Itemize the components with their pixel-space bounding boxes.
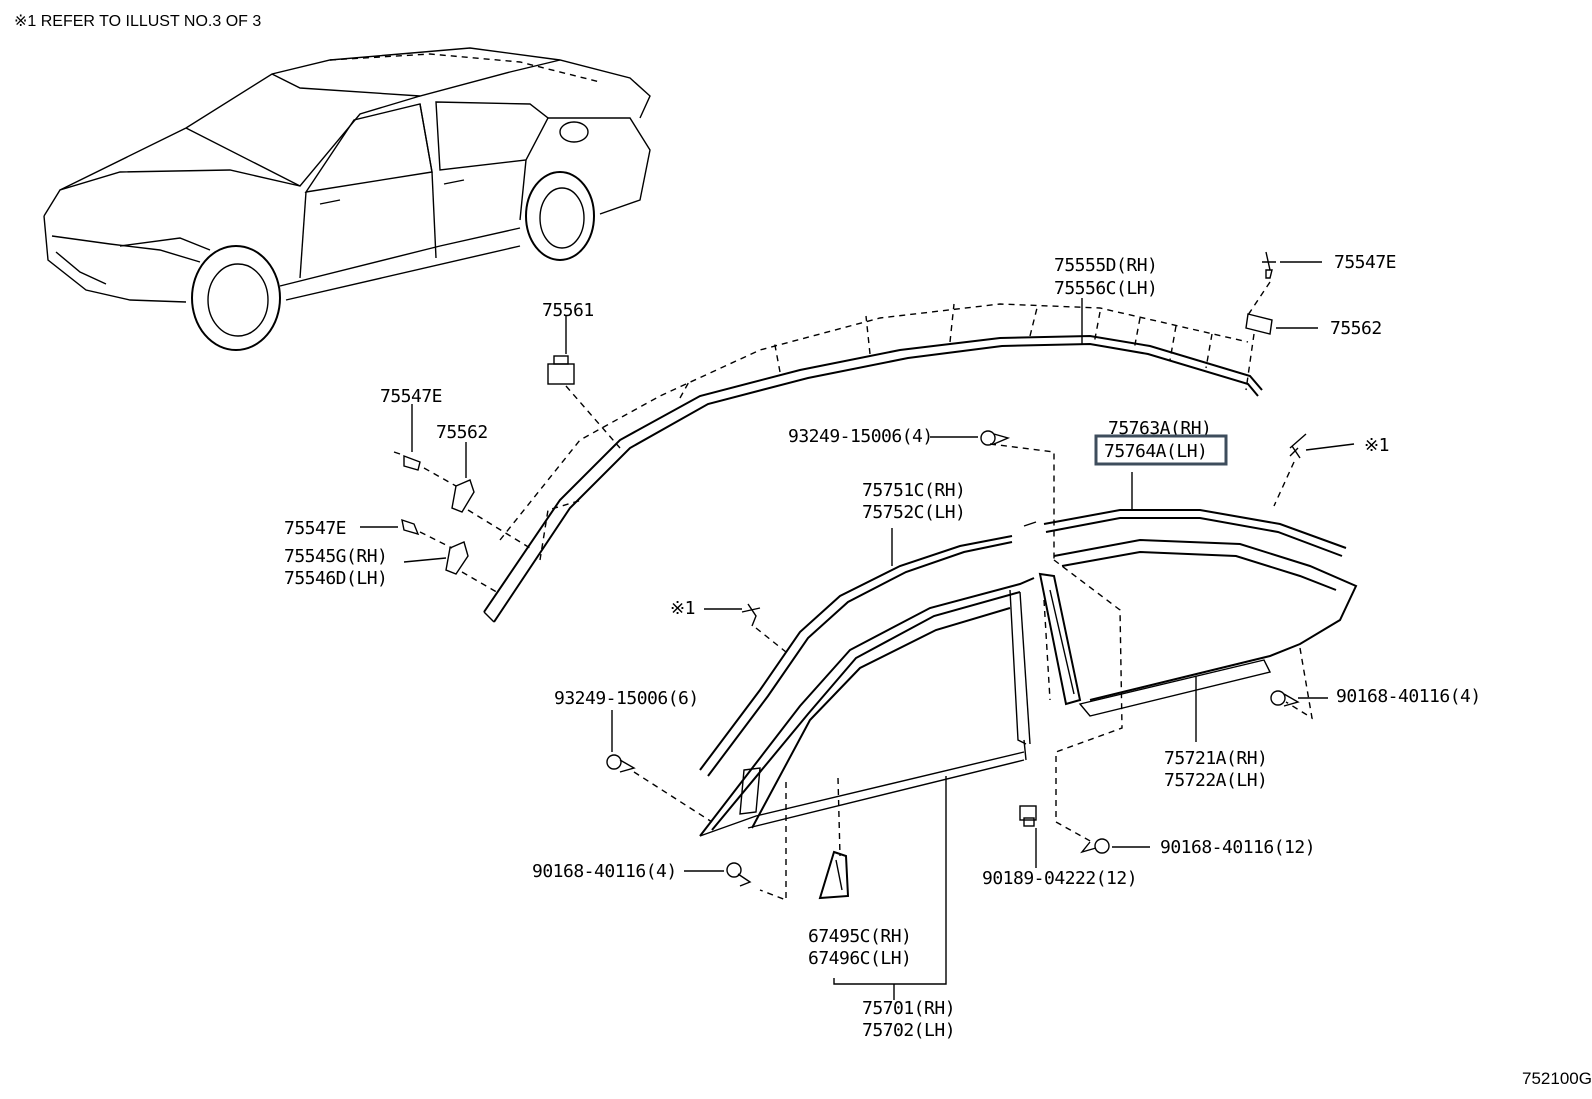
label-75546d-lh: 75546D(LH) — [284, 568, 387, 589]
illustration-note: ※1 REFER TO ILLUST NO.3 OF 3 — [14, 13, 261, 30]
pin-75547e-top-icon — [1262, 251, 1276, 279]
ref-note-1-top: ※1 — [1364, 435, 1389, 456]
label-75556c-lh: 75556C(LH) — [1054, 278, 1157, 299]
label-75545g-rh: 75545G(RH) — [284, 546, 387, 567]
car-illustration — [43, 47, 651, 351]
front-outer-molding — [699, 535, 1013, 777]
label-75547e-left2: 75547E — [284, 518, 346, 539]
clip-75562-top-icon — [1245, 313, 1273, 335]
label-90168-40116-12: 90168-40116(12) — [1160, 837, 1315, 858]
highlight-box — [1094, 434, 1228, 466]
label-75561: 75561 — [542, 300, 594, 321]
label-75555d-rh: 75555D(RH) — [1054, 255, 1157, 276]
label-75547e-top: 75547E — [1334, 252, 1396, 273]
label-75763a-rh: 75763A(RH) — [1108, 418, 1211, 439]
label-67496c-lh: 67496C(LH) — [808, 948, 911, 969]
clip-75562-left-icon — [451, 479, 475, 513]
bolt-93249-6-icon — [606, 754, 636, 773]
pin-75547e-left2-icon — [401, 518, 420, 536]
label-75562-left: 75562 — [436, 422, 488, 443]
front-door-frame — [699, 577, 1035, 837]
label-90168-40116-4-right: 90168-40116(4) — [1336, 686, 1481, 707]
label-75562-top: 75562 — [1330, 318, 1382, 339]
label-93249-15006-6: 93249-15006(6) — [554, 688, 699, 709]
clip-75561-icon — [547, 355, 575, 385]
label-75547e-left1: 75547E — [380, 386, 442, 407]
label-75701-rh: 75701(RH) — [862, 998, 955, 1019]
bolt-93249-4-icon — [980, 430, 1011, 446]
roof-molding-assembly — [483, 303, 1263, 623]
label-90189-04222-12: 90189-04222(12) — [982, 868, 1137, 889]
ref-note-1-mid: ※1 — [670, 598, 695, 619]
label-75752c-lh: 75752C(LH) — [862, 502, 965, 523]
label-75702-lh: 75702(LH) — [862, 1020, 955, 1041]
label-90168-40116-4-left: 90168-40116(4) — [532, 861, 677, 882]
part-labels: 75555D(RH) 75556C(LH) 75547E 75562 75561… — [284, 252, 1481, 1041]
pin-ref1-mid-icon — [741, 603, 761, 627]
upper-frame-molding — [1023, 509, 1347, 557]
label-75764a-lh: 75764A(LH) — [1104, 441, 1207, 462]
figure-code: 752100G — [1522, 1069, 1592, 1088]
corner-piece-67495-icon — [818, 850, 850, 900]
label-75721a-rh: 75721A(RH) — [1164, 748, 1267, 769]
center-pillar — [1038, 572, 1082, 706]
label-93249-15006-4: 93249-15006(4) — [788, 426, 933, 447]
label-75751c-rh: 75751C(RH) — [862, 480, 965, 501]
clip-75545-icon — [445, 541, 469, 575]
screw-90168-right-icon — [1270, 690, 1300, 707]
highlight-fill — [1098, 438, 1224, 462]
screw-90168-left-icon — [726, 862, 752, 887]
rear-door-frame — [1053, 538, 1358, 717]
pin-ref1-top-icon — [1289, 433, 1307, 459]
label-67495c-rh: 67495C(RH) — [808, 926, 911, 947]
label-75722a-lh: 75722A(LH) — [1164, 770, 1267, 791]
clip-90189-icon — [1019, 805, 1037, 827]
screw-90168-12-icon — [1080, 838, 1110, 854]
pin-75547e-left-icon — [393, 451, 421, 471]
